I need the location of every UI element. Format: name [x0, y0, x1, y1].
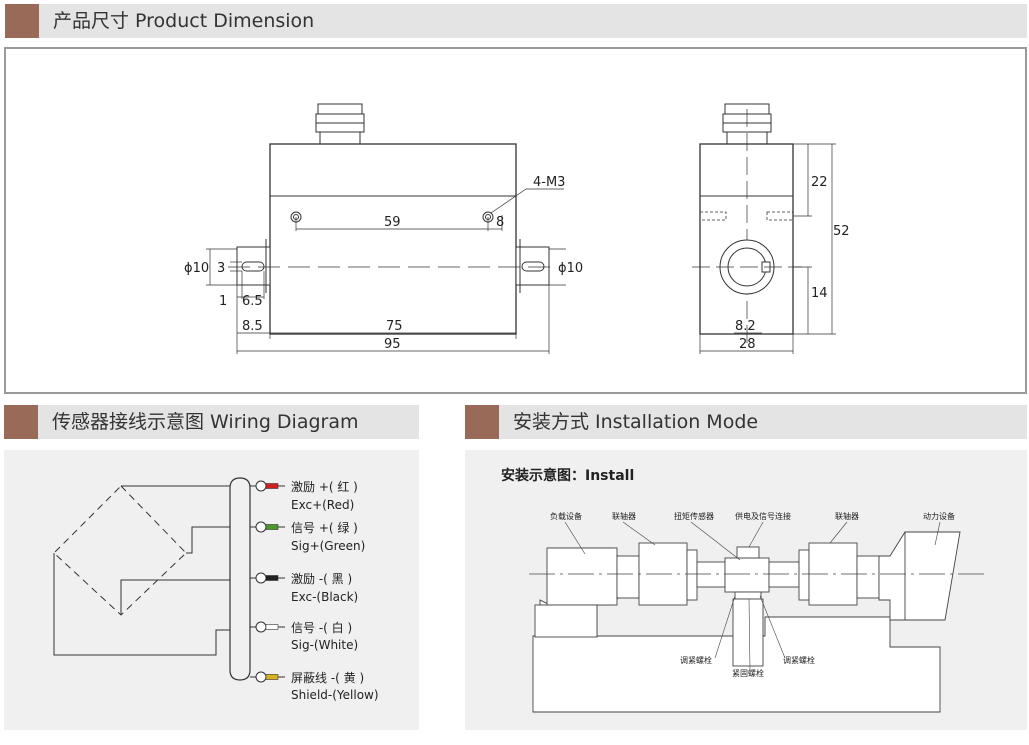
label-phi10-right: ϕ10 — [558, 261, 583, 276]
label-coupling-left: 联轴器 — [612, 511, 636, 521]
label-75: 75 — [386, 319, 403, 334]
label-8: 8 — [496, 215, 504, 230]
label-power-signal: 供电及信号连接 — [735, 511, 791, 521]
header-title: 传感器接线示意图 Wiring Diagram — [52, 411, 359, 433]
label-torque-sensor: 扭矩传感器 — [674, 511, 714, 521]
wiring-diagram-panel: 激励 +( 红 ) Exc+(Red) 信号 +( 绿 ) Sig+(Green… — [4, 450, 419, 730]
header-wiring-diagram: 传感器接线示意图 Wiring Diagram — [4, 405, 419, 439]
label-load-device: 负载设备 — [550, 511, 582, 521]
wire-terminal-ring — [255, 621, 267, 633]
side-view — [692, 103, 836, 354]
label-1: 1 — [219, 294, 227, 309]
wire-label-en: Exc-(Black) — [291, 590, 358, 604]
label-adjust-bolt-right: 调紧螺栓 — [783, 655, 815, 665]
wire-color-sleeve — [265, 524, 279, 530]
installation-diagram: 负载设备 联轴器 扭矩传感器 供电及信号连接 联轴器 动力设备 调紧螺栓 紧固螺… — [529, 511, 985, 713]
wire-label-cn: 激励 -( 黑 ) — [291, 572, 352, 586]
label-8-2: 8.2 — [735, 319, 756, 334]
label-power-device: 动力设备 — [923, 511, 955, 521]
front-view — [206, 103, 566, 354]
wire-label-en: Sig+(Green) — [291, 539, 365, 553]
header-accent-square — [5, 4, 39, 38]
wire-leads — [250, 485, 256, 678]
label-6-5: 6.5 — [242, 294, 263, 309]
label-coupling-right: 联轴器 — [835, 511, 859, 521]
installation-panel: 安装示意图：Install 负载设备 联轴器 扭矩传感器 供电及信号连接 联 — [465, 450, 1027, 730]
wire-terminals — [255, 480, 285, 683]
wire-label-cn: 激励 +( 红 ) — [291, 479, 358, 494]
label-22: 22 — [811, 175, 828, 190]
wire-color-sleeve — [265, 575, 279, 581]
label-adjust-bolt-left: 调紧螺栓 — [680, 655, 712, 665]
wire-label-en: Exc+(Red) — [291, 498, 354, 512]
dimension-labels: 4-M3 59 8 ϕ10 3 ϕ10 1 6.5 8.5 75 95 22 5… — [184, 175, 850, 352]
label-52: 52 — [833, 224, 850, 239]
wire-color-sleeve — [265, 483, 279, 489]
label-95: 95 — [384, 337, 401, 352]
install-title: 安装示意图：Install — [501, 468, 635, 484]
wire-label-cn: 信号 +( 绿 ) — [291, 520, 358, 535]
wire-color-sleeve — [265, 674, 279, 680]
label-fastening-bolt: 紧固螺栓 — [732, 668, 764, 678]
dimension-drawing-panel: 4-M3 59 8 ϕ10 3 ϕ10 1 6.5 8.5 75 95 22 5… — [4, 47, 1027, 394]
dimension-drawing: 4-M3 59 8 ϕ10 3 ϕ10 1 6.5 8.5 75 95 22 5… — [184, 103, 850, 354]
label-8-5: 8.5 — [242, 319, 263, 334]
header-title: 产品尺寸 Product Dimension — [53, 10, 315, 32]
label-4-m3: 4-M3 — [533, 175, 565, 190]
wire-label-en: Sig-(White) — [291, 638, 358, 652]
label-3: 3 — [217, 261, 225, 276]
wire-label-cn: 信号 -( 白 ) — [291, 620, 352, 635]
header-installation-mode: 安装方式 Installation Mode — [465, 405, 1027, 439]
header-accent-square — [4, 405, 38, 439]
label-phi10-left: ϕ10 — [184, 261, 209, 276]
header-product-dimension: 产品尺寸 Product Dimension — [5, 4, 1027, 38]
wire-terminal-ring — [255, 671, 267, 683]
wire-label-en: Shield-(Yellow) — [291, 688, 379, 702]
label-14: 14 — [811, 286, 828, 301]
label-28: 28 — [739, 337, 756, 352]
wire-label-cn: 屏蔽线 -( 黄 ) — [291, 671, 364, 685]
wiring-diagram: 激励 +( 红 ) Exc+(Red) 信号 +( 绿 ) Sig+(Green… — [53, 477, 379, 702]
wire-terminal-ring — [255, 572, 267, 584]
header-accent-square — [465, 405, 499, 439]
label-59: 59 — [384, 215, 401, 230]
header-title: 安装方式 Installation Mode — [513, 411, 759, 433]
wire-terminal-ring — [255, 521, 267, 533]
wire-terminal-ring — [255, 480, 267, 492]
wire-color-sleeve — [265, 624, 279, 630]
